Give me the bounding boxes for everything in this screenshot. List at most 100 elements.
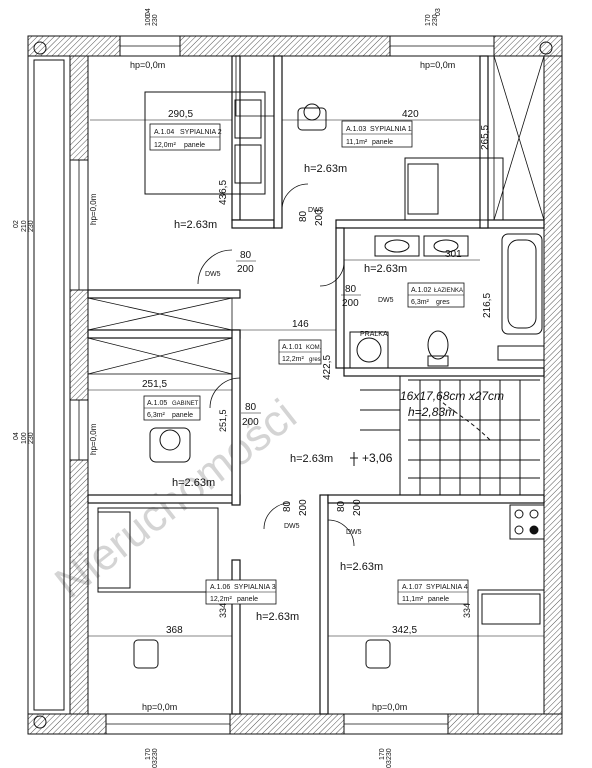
svg-text:SYPIALNIA 3: SYPIALNIA 3 — [234, 584, 276, 591]
svg-text:A.1.06: A.1.06 — [210, 584, 230, 591]
svg-text:11,1m²: 11,1m² — [402, 596, 424, 603]
svg-text:h=2.63m: h=2.63m — [256, 611, 299, 623]
window-tags: 04 100 230 03 170 230 02 210 230 04 100 … — [13, 8, 442, 768]
svg-text:A.1.01: A.1.01 — [282, 344, 302, 351]
room-tag-sypialnia1: A.1.03 SYPIALNIA 1 11,1m² panele — [341, 120, 413, 148]
kitchenette — [509, 504, 545, 540]
svg-text:+3,06: +3,06 — [362, 451, 393, 465]
door-tags: DW5 DW5 DW5 DW5 DW5 — [205, 207, 394, 536]
svg-text:panele: panele — [237, 596, 258, 603]
svg-text:panele: panele — [372, 139, 393, 146]
svg-text:80: 80 — [336, 500, 347, 512]
svg-text:200: 200 — [242, 417, 259, 428]
svg-text:6,3m²: 6,3m² — [147, 412, 166, 419]
svg-text:SYPIALNIA 2: SYPIALNIA 2 — [180, 129, 222, 136]
svg-text:SYPIALNIA 1: SYPIALNIA 1 — [370, 126, 412, 133]
room-heights: h=2.63m h=2.63m h=2.63m h=2.63m h=2.63m … — [172, 163, 407, 623]
svg-text:gres: gres — [309, 357, 321, 363]
svg-text:422,5: 422,5 — [322, 355, 333, 380]
svg-text:hp=0,0m: hp=0,0m — [89, 193, 98, 225]
svg-text:100: 100 — [21, 432, 28, 444]
svg-text:ŁAZIENKA: ŁAZIENKA — [434, 288, 463, 294]
svg-text:80: 80 — [240, 250, 252, 261]
desk-chair-gabinet — [149, 427, 191, 463]
door-sizes: 80 200 80 200 80 200 80 200 80 200 80 20… — [236, 209, 363, 516]
room-tag-sypialnia4: A.1.07 SYPIALNIA 4 11,1m² panele — [397, 579, 469, 605]
svg-text:80: 80 — [245, 402, 257, 413]
svg-text:04: 04 — [13, 432, 20, 440]
svg-text:100: 100 — [145, 14, 152, 26]
svg-text:hp=0,0m: hp=0,0m — [420, 60, 455, 70]
svg-text:panele: panele — [172, 412, 193, 419]
room-tag-sypialnia3: A.1.06 SYPIALNIA 3 12,2m² panele — [205, 579, 277, 605]
svg-text:200: 200 — [298, 499, 309, 516]
svg-text:h=2.63m: h=2.63m — [364, 263, 407, 275]
svg-text:h=2.63m: h=2.63m — [174, 219, 217, 231]
svg-text:200: 200 — [342, 298, 359, 309]
svg-text:334: 334 — [218, 603, 228, 618]
svg-text:368: 368 — [166, 625, 183, 636]
staircase — [360, 375, 545, 496]
svg-text:hp=0,0m: hp=0,0m — [372, 702, 407, 712]
room-tag-lazienka: A.1.02 ŁAZIENKA 6,3m² gres — [407, 282, 465, 308]
svg-text:230: 230 — [432, 14, 439, 26]
sill-labels: hp=0,0m hp=0,0m hp=0,0m hp=0,0m hp=0,0m … — [89, 60, 455, 712]
svg-text:80: 80 — [298, 210, 309, 222]
svg-text:hp=0,0m: hp=0,0m — [130, 60, 165, 70]
desk-chair-sypialnia1 — [297, 103, 327, 131]
svg-text:DW5: DW5 — [284, 523, 300, 530]
bed-sypialnia2 — [144, 91, 266, 195]
bed-sypialnia4 — [365, 589, 545, 715]
svg-text:04: 04 — [145, 8, 152, 16]
bathroom-fixtures — [349, 233, 545, 369]
svg-text:hp=0,0m: hp=0,0m — [142, 702, 177, 712]
svg-text:230: 230 — [28, 432, 35, 444]
dimensions: 290,5 420 436,5 265,5 301 216,5 146 422,… — [88, 109, 544, 637]
svg-text:251,5: 251,5 — [142, 379, 167, 390]
svg-text:170: 170 — [145, 748, 152, 760]
svg-text:DW5: DW5 — [308, 207, 324, 214]
stairs-labels: 16x17,68cm x27cm h=2,83m +3,06 — [350, 389, 504, 466]
svg-text:A.1.02: A.1.02 — [411, 287, 431, 294]
svg-text:342,5: 342,5 — [392, 625, 417, 636]
room-tag-sypialnia2: A.1.04 SYPIALNIA 2 12,0m² panele — [149, 123, 222, 151]
svg-text:230: 230 — [28, 220, 35, 232]
svg-text:290,5: 290,5 — [168, 109, 193, 120]
svg-text:170: 170 — [379, 748, 386, 760]
svg-text:A.1.05: A.1.05 — [147, 400, 167, 407]
svg-text:h=2,83m: h=2,83m — [408, 405, 455, 419]
svg-text:6,3m²: 6,3m² — [411, 299, 430, 306]
svg-text:A.1.04: A.1.04 — [154, 129, 174, 136]
svg-text:200: 200 — [352, 499, 363, 516]
svg-text:KOM.: KOM. — [306, 345, 322, 351]
svg-text:03: 03 — [435, 8, 442, 16]
svg-text:12,0m²: 12,0m² — [154, 142, 176, 149]
svg-text:200: 200 — [237, 264, 254, 275]
bed-sypialnia1 — [404, 157, 504, 221]
svg-text:436,5: 436,5 — [218, 180, 229, 205]
svg-text:panele: panele — [428, 596, 449, 603]
svg-text:GABINET: GABINET — [172, 401, 199, 407]
svg-text:h=2.63m: h=2.63m — [340, 561, 383, 573]
svg-text:SYPIALNIA 4: SYPIALNIA 4 — [426, 584, 468, 591]
svg-text:DW5: DW5 — [205, 271, 221, 278]
svg-text:03: 03 — [386, 760, 393, 768]
svg-text:A.1.07: A.1.07 — [402, 584, 422, 591]
svg-text:A.1.03: A.1.03 — [346, 126, 366, 133]
svg-text:80: 80 — [282, 500, 293, 512]
door-swings — [197, 183, 355, 547]
svg-text:210: 210 — [21, 220, 28, 232]
room-tag-gabinet: A.1.05 GABINET 6,3m² panele — [143, 395, 201, 421]
svg-text:230: 230 — [152, 14, 159, 26]
svg-text:334: 334 — [462, 603, 472, 618]
svg-text:hp=0,0m: hp=0,0m — [89, 423, 98, 455]
svg-text:230: 230 — [386, 748, 393, 760]
svg-text:230: 230 — [152, 748, 159, 760]
svg-text:h=2.63m: h=2.63m — [304, 163, 347, 175]
svg-text:DW5: DW5 — [346, 529, 362, 536]
svg-text:11,1m²: 11,1m² — [346, 139, 368, 146]
svg-text:170: 170 — [425, 14, 432, 26]
svg-text:h=2.63m: h=2.63m — [290, 453, 333, 465]
svg-text:h=2.63m: h=2.63m — [172, 477, 215, 489]
